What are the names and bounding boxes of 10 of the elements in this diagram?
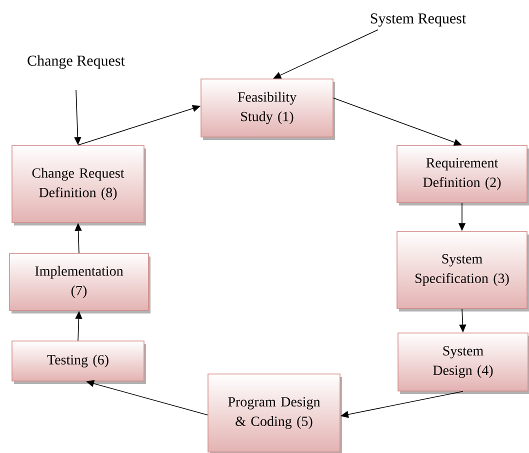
process-box: System Specification (3) bbox=[396, 231, 529, 312]
process-box: Program Design & Coding (5) bbox=[208, 374, 342, 453]
text-label: System Request bbox=[370, 13, 466, 27]
process-box: System Design (4) bbox=[398, 332, 529, 394]
process-box: Implementation (7) bbox=[9, 253, 150, 314]
process-box: Requirement Definition (2) bbox=[396, 145, 529, 206]
process-box: Feasibility Study (1) bbox=[200, 78, 335, 140]
process-box: Change Request Definition (8) bbox=[12, 145, 146, 226]
process-box: Testing (6) bbox=[12, 340, 146, 384]
text-label: Change Request bbox=[28, 55, 125, 69]
